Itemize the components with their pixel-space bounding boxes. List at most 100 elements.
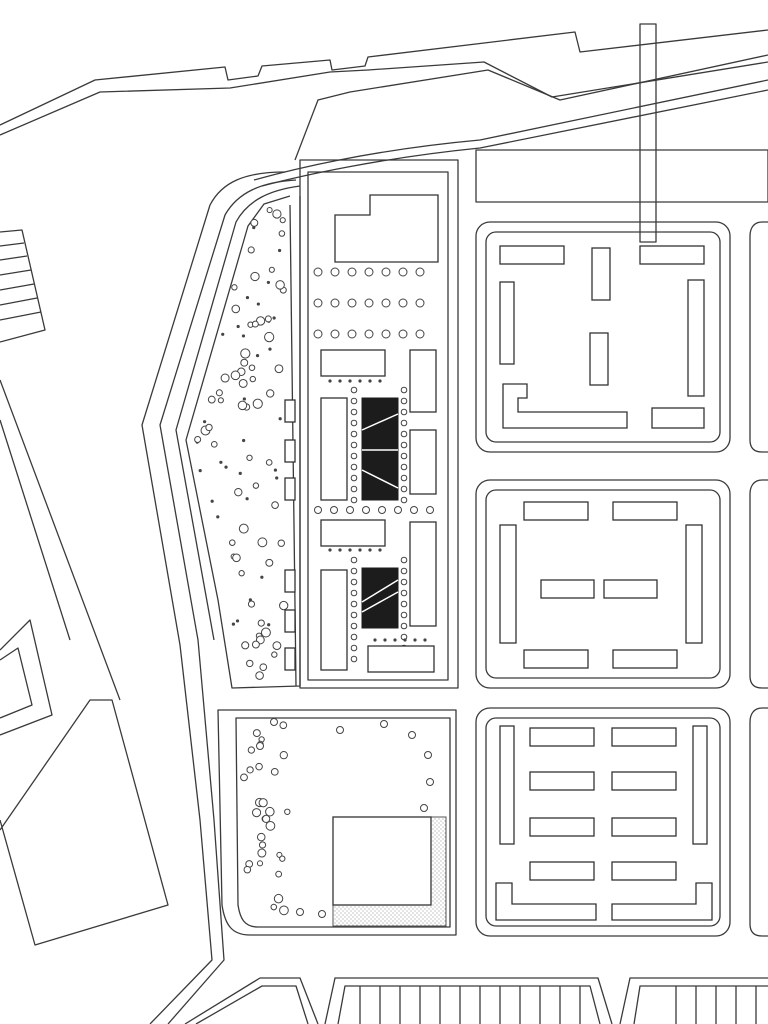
- west-parcel-a: [0, 619, 53, 736]
- tree-symbol: [350, 622, 358, 630]
- west-road-outer: [141, 171, 286, 1024]
- tree-symbol: [400, 589, 408, 597]
- tree-symbol: [238, 523, 249, 534]
- tree-symbol: [265, 820, 276, 831]
- shrub-symbol: [216, 515, 220, 519]
- tree-symbol: [400, 430, 408, 438]
- west-parcels: [0, 229, 169, 946]
- shrub-symbol: [198, 469, 202, 473]
- edge-markers: [284, 399, 296, 671]
- shrub-symbol: [368, 548, 372, 552]
- tree-symbol: [350, 655, 358, 663]
- tree-symbol: [258, 798, 268, 808]
- tree-symbol: [400, 386, 408, 394]
- shrub-symbol: [203, 420, 207, 424]
- tree-symbol: [415, 267, 425, 277]
- large-building: [334, 194, 439, 263]
- tree-symbol: [380, 720, 388, 728]
- west-parcel-b: [0, 699, 169, 946]
- tree-symbol: [251, 320, 259, 328]
- tree-symbol: [264, 331, 275, 343]
- tree-symbol: [350, 556, 358, 564]
- tree-symbol: [400, 452, 408, 460]
- tree-symbol: [279, 217, 286, 224]
- tree-symbol: [274, 364, 284, 374]
- west-road-inner: [159, 179, 297, 1024]
- shrub-symbol: [328, 379, 332, 383]
- tree-symbol: [272, 641, 282, 651]
- central-block-inner: [307, 171, 449, 681]
- tree-symbol: [270, 718, 278, 726]
- east-block-3: [475, 707, 731, 937]
- tree-symbol: [350, 600, 358, 608]
- tree-symbol: [398, 267, 408, 277]
- shrub-symbol: [245, 295, 250, 300]
- tree-symbol: [250, 218, 259, 227]
- tree-symbol: [262, 814, 271, 824]
- tree-symbol: [252, 398, 263, 409]
- tree-symbol: [247, 600, 256, 608]
- shrub-symbol: [423, 638, 427, 642]
- tree-symbol: [400, 578, 408, 586]
- tree-symbol: [318, 910, 326, 918]
- tree-symbol: [347, 267, 357, 277]
- tree-symbol: [247, 746, 256, 754]
- shrub-symbol: [348, 548, 352, 552]
- tree-symbol: [408, 731, 416, 739]
- tree-symbol: [415, 298, 425, 308]
- tree-symbol: [256, 742, 264, 750]
- tree-symbol: [271, 501, 279, 509]
- east-block-2: [475, 479, 731, 689]
- tree-symbol: [231, 284, 238, 291]
- tree-symbol: [350, 397, 358, 405]
- tree-symbol: [347, 329, 357, 339]
- dark-building-1: [361, 397, 399, 501]
- tree-symbol: [350, 485, 358, 493]
- tree-symbol: [330, 267, 340, 277]
- tree-symbol: [279, 721, 288, 730]
- building-6: [409, 521, 437, 627]
- southwest-trees: [240, 718, 434, 918]
- tree-symbol: [246, 766, 254, 774]
- tree-symbol: [231, 304, 241, 314]
- tree-symbol: [398, 298, 408, 308]
- tree-symbol: [210, 440, 218, 448]
- park-trees: [194, 207, 289, 680]
- square-building: [332, 816, 432, 906]
- diagonal-road-b: [0, 419, 71, 641]
- north-road-edge-inner: [0, 61, 768, 136]
- shrub-symbol: [393, 638, 397, 642]
- tree-symbol: [313, 298, 323, 308]
- shrub-symbol: [210, 499, 214, 503]
- tree-symbol: [257, 537, 268, 548]
- road-network: [0, 23, 768, 1024]
- shrub-symbol: [245, 497, 249, 501]
- shrub-symbol: [267, 623, 271, 627]
- tree-symbol: [279, 905, 289, 916]
- tree-symbol: [272, 209, 282, 219]
- building-4: [409, 429, 437, 495]
- tree-symbol: [234, 487, 243, 497]
- tree-symbol: [314, 506, 322, 514]
- tree-symbol: [279, 751, 288, 760]
- shrub-symbol: [236, 324, 240, 329]
- tree-symbol: [364, 298, 374, 308]
- shrub-symbol: [273, 468, 278, 472]
- tree-symbol: [400, 408, 408, 416]
- shrub-symbol: [241, 334, 246, 338]
- diagonal-road-a: [0, 379, 121, 701]
- shrub-symbol: [278, 248, 282, 253]
- north-strip: [475, 149, 768, 203]
- tree-symbol: [275, 280, 285, 290]
- tree-symbol: [279, 855, 286, 862]
- southwest-inner: [235, 717, 451, 928]
- far-east-blocks: [749, 221, 768, 937]
- building-7: [320, 569, 348, 671]
- tree-symbol: [256, 832, 266, 842]
- tree-symbol: [350, 441, 358, 449]
- tree-symbol: [240, 358, 249, 367]
- tree-symbol: [350, 578, 358, 586]
- tree-symbol: [400, 441, 408, 449]
- tree-symbol: [256, 860, 264, 867]
- tree-symbol: [398, 329, 408, 339]
